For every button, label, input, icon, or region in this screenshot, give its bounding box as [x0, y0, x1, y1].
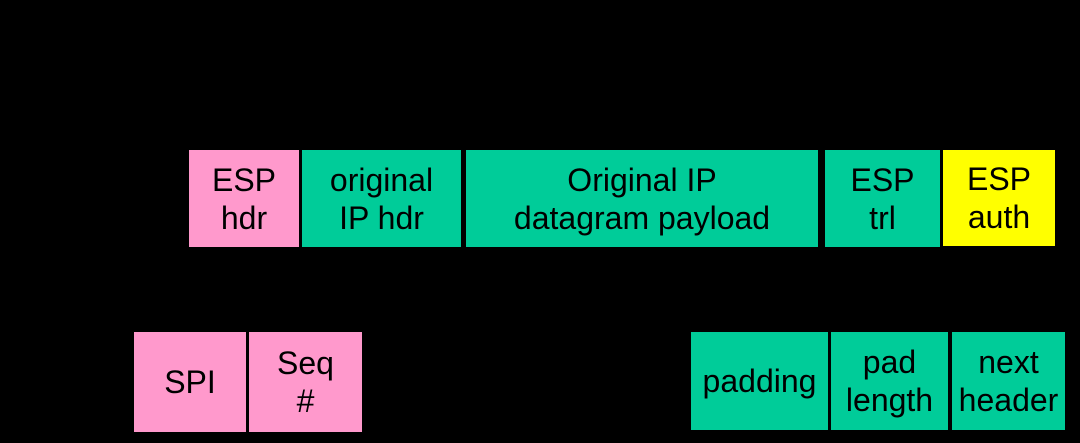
spi-box: SPI: [134, 332, 246, 432]
esp-hdr-box: ESP hdr: [189, 150, 299, 247]
esp-trl-box: ESP trl: [825, 150, 940, 247]
original-ip-hdr-box: original IP hdr: [302, 150, 461, 247]
original-ip-datagram-payload-box: Original IP datagram payload: [466, 150, 818, 247]
padding-box: padding: [691, 332, 828, 430]
sequence-number-box: Seq #: [249, 332, 362, 432]
esp-auth-box: ESP auth: [943, 150, 1055, 246]
pad-length-box: pad length: [831, 332, 948, 430]
next-header-box: next header: [952, 332, 1065, 430]
